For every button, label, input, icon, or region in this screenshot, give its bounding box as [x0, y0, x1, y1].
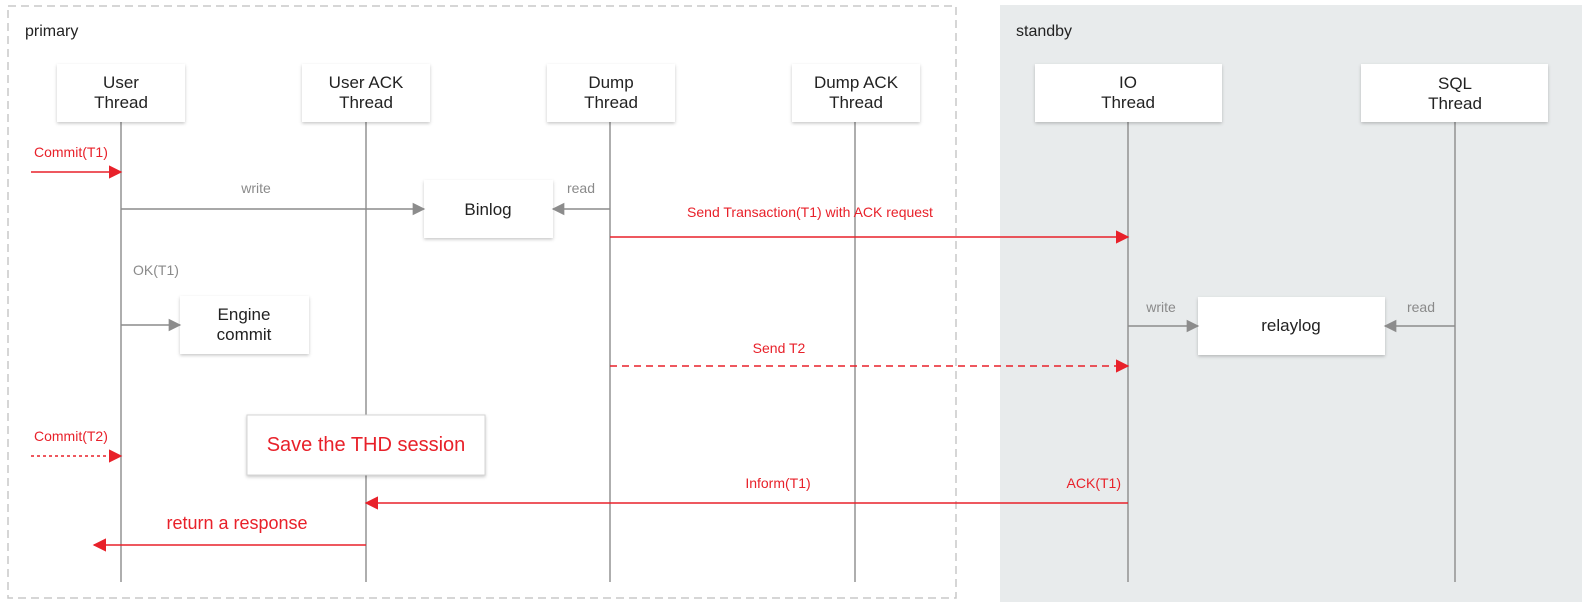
thread-sql-line2: Thread	[1428, 94, 1482, 113]
thread-user-line2: Thread	[94, 93, 148, 112]
return-response-label: return a response	[166, 513, 307, 533]
relaylog-box: relaylog	[1198, 297, 1385, 355]
send-transaction-label: Send Transaction(T1) with ACK request	[687, 204, 933, 220]
send-t2-label: Send T2	[753, 340, 806, 356]
engine-commit-line1: Engine	[218, 305, 271, 324]
thread-io-line1: IO	[1119, 73, 1137, 92]
thread-dump-line2: Thread	[584, 93, 638, 112]
read-relay-label: read	[1407, 299, 1435, 315]
commit-t1-label: Commit(T1)	[34, 144, 108, 160]
engine-commit-box: Engine commit	[180, 296, 309, 354]
standby-label: standby	[1016, 23, 1072, 40]
primary-region	[7, 5, 957, 599]
save-session-label: Save the THD session	[267, 434, 466, 456]
thread-user-ack-line1: User ACK	[329, 73, 404, 92]
thread-sql: SQL Thread	[1361, 64, 1548, 122]
thread-dump-line1: Dump	[588, 73, 633, 92]
thread-user: User Thread	[57, 64, 185, 122]
engine-commit-line2: commit	[217, 325, 272, 344]
thread-io: IO Thread	[1035, 64, 1222, 122]
inform-t1-label: Inform(T1)	[745, 475, 810, 491]
binlog-box: Binlog	[424, 180, 553, 238]
thread-user-line1: User	[103, 73, 139, 92]
primary-label: primary	[25, 23, 78, 40]
save-session-box: Save the THD session	[246, 414, 486, 476]
thread-dump-ack-line1: Dump ACK	[814, 73, 899, 92]
read-binlog-label: read	[567, 180, 595, 196]
relaylog-label: relaylog	[1261, 316, 1321, 335]
thread-user-ack: User ACK Thread	[302, 64, 430, 122]
thread-io-line2: Thread	[1101, 93, 1155, 112]
write-binlog-label: write	[240, 180, 271, 196]
thread-dump-ack: Dump ACK Thread	[792, 64, 920, 122]
commit-t2-label: Commit(T2)	[34, 428, 108, 444]
thread-dump: Dump Thread	[547, 64, 675, 122]
ack-t1-label: ACK(T1)	[1067, 475, 1121, 491]
binlog-label: Binlog	[464, 200, 511, 219]
write-relay-label: write	[1145, 299, 1176, 315]
ok-t1-label: OK(T1)	[133, 262, 179, 278]
thread-sql-line1: SQL	[1438, 74, 1472, 93]
thread-user-ack-line2: Thread	[339, 93, 393, 112]
thread-dump-ack-line2: Thread	[829, 93, 883, 112]
